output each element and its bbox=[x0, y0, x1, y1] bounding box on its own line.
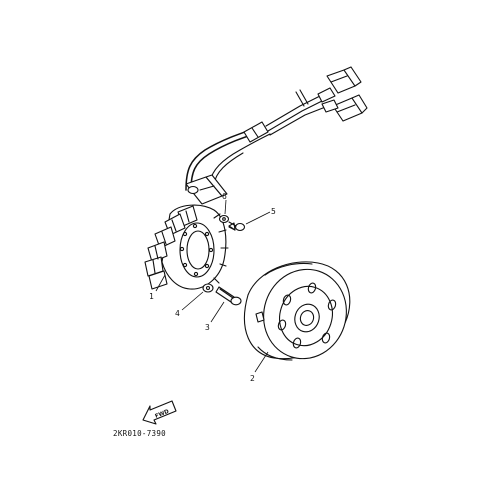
callout-6: 6 bbox=[222, 192, 227, 201]
drawing-code: 2KR010-7390 bbox=[113, 429, 166, 438]
leader-lines bbox=[155, 199, 271, 373]
callout-1: 1 bbox=[149, 292, 154, 301]
pickup-coil bbox=[185, 174, 228, 205]
forward-arrow-icon: FWD bbox=[142, 400, 177, 425]
fwd-label: FWD bbox=[154, 409, 170, 420]
callout-2: 2 bbox=[250, 374, 255, 383]
wire-connector-lower bbox=[321, 94, 368, 122]
flywheel-rotor bbox=[244, 261, 351, 361]
screw-part-5 bbox=[228, 221, 246, 232]
stator-coil bbox=[144, 204, 229, 290]
callout-4: 4 bbox=[175, 309, 180, 318]
callout-3: 3 bbox=[205, 323, 210, 332]
wire-harness bbox=[185, 89, 329, 191]
wire-connector-upper bbox=[317, 66, 362, 103]
callout-5: 5 bbox=[271, 207, 276, 216]
washer-part-4 bbox=[202, 283, 214, 293]
bolt-part-3 bbox=[215, 286, 242, 306]
washer-part-6 bbox=[218, 214, 230, 224]
